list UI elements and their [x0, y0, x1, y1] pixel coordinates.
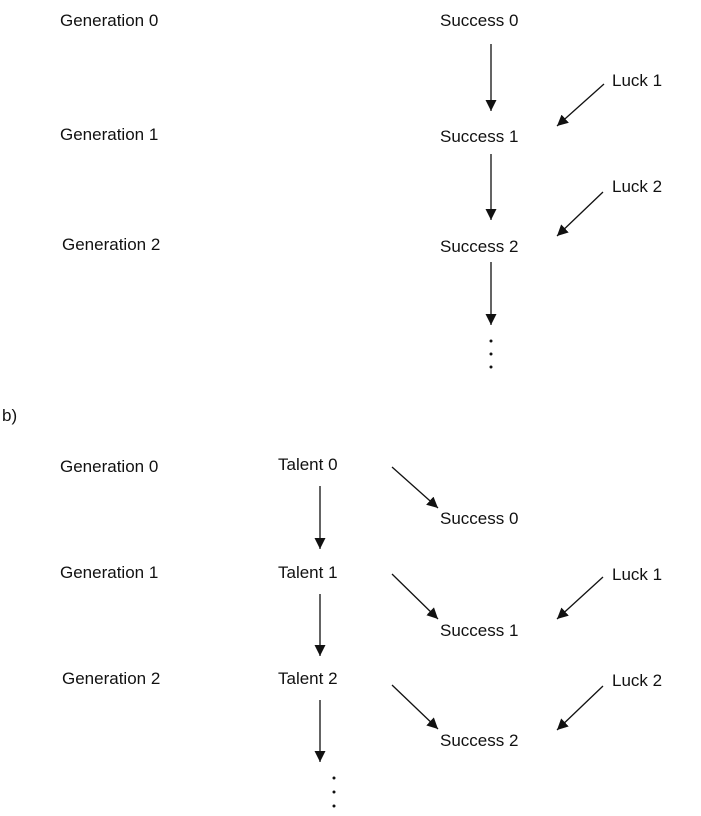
panel-b-label: b) — [2, 406, 17, 425]
panel-b-luck-1: Luck 1 — [612, 565, 662, 584]
panel-b-luck-2: Luck 2 — [612, 671, 662, 690]
panel-b-arrow-luck1-to-success1 — [556, 576, 604, 620]
panel-b-success-1: Success 1 — [440, 621, 518, 640]
panel-b-generation-1: Generation 1 — [60, 563, 158, 582]
panel-b-success-0: Success 0 — [440, 509, 518, 528]
panel-b-success-2: Success 2 — [440, 731, 518, 750]
panel-a-luck-1: Luck 1 — [612, 71, 662, 90]
panel-b-arrow-talent0-to-success0 — [391, 466, 439, 509]
panel-b-continuation-dots — [332, 776, 336, 808]
panel-b-talent-1: Talent 1 — [278, 563, 338, 582]
panel-b-generation-0: Generation 0 — [60, 457, 158, 476]
panel-a-success-1: Success 1 — [440, 127, 518, 146]
panel-b-arrow-luck2-to-success2 — [556, 685, 604, 731]
panel-b: b) Generation 0 Generation 1 Generation … — [2, 406, 662, 808]
panel-a-generation-0: Generation 0 — [60, 11, 158, 30]
panel-b-arrow-talent2-to-success2 — [391, 684, 439, 730]
panel-b-generation-2: Generation 2 — [62, 669, 160, 688]
panel-b-arrow-talent1-to-success1 — [391, 573, 439, 620]
panel-a-generation-2: Generation 2 — [62, 235, 160, 254]
panel-a-success-2: Success 2 — [440, 237, 518, 256]
panel-a-arrow-luck2-to-success2 — [556, 191, 604, 237]
panel-b-talent-2: Talent 2 — [278, 669, 338, 688]
panel-a: Generation 0 Generation 1 Generation 2 S… — [60, 11, 662, 369]
panel-a-generation-1: Generation 1 — [60, 125, 158, 144]
panel-a-arrow-luck1-to-success1 — [556, 83, 605, 127]
panel-a-success-0: Success 0 — [440, 11, 518, 30]
panel-a-luck-2: Luck 2 — [612, 177, 662, 196]
panel-b-talent-0: Talent 0 — [278, 455, 338, 474]
panel-a-continuation-dots — [489, 339, 493, 369]
